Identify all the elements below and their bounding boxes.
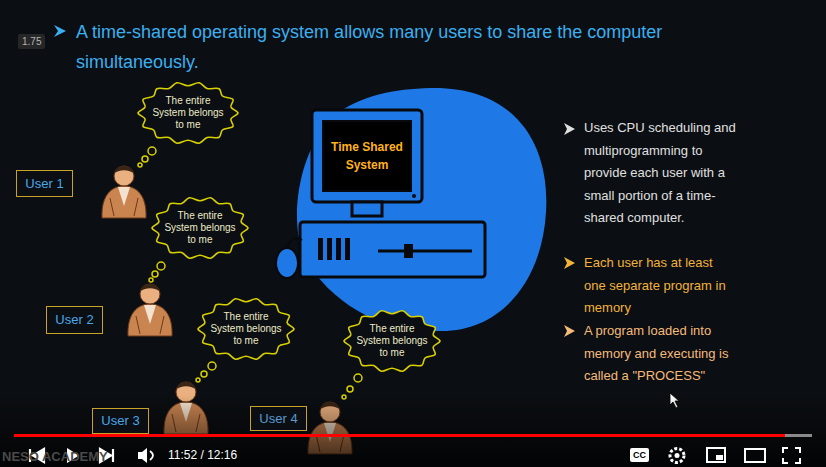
player-controls <box>150 451 153 460</box>
node-text-group: User 3 <box>101 413 139 429</box>
monitor-drawing <box>378 250 472 253</box>
node-text-group: User 2 <box>55 312 93 328</box>
node-text-group: The entire System belongs to me <box>210 311 282 347</box>
monitor-drawing <box>276 110 485 278</box>
watermark: NESO ACADEMY <box>2 449 108 464</box>
thought-cloud-outline <box>138 83 238 144</box>
node-text-group: The entire System belongs to me <box>164 210 236 246</box>
thought-cloud-outline <box>152 198 248 259</box>
user-name: User 2 <box>55 312 93 328</box>
thought-trail <box>152 271 158 277</box>
node-text-group: User 4 <box>259 411 297 427</box>
monitor-drawing <box>412 194 416 198</box>
user-label-box: User 1 <box>16 170 73 197</box>
node-text-group: User 1 <box>25 176 63 192</box>
thought-bubble: The entire System belongs to me <box>136 80 240 146</box>
bullet-text: Uses CPU scheduling and multiprogramming… <box>584 117 736 230</box>
bullet-markers <box>564 257 575 269</box>
player-controls <box>745 449 765 462</box>
thought-cloud-outline <box>344 311 440 372</box>
user-name: User 1 <box>25 176 63 192</box>
monitor-drawing <box>404 244 413 258</box>
monitor-drawing <box>287 238 302 248</box>
node-text-group: Time Shared System <box>329 138 405 174</box>
screen-text: Time Shared System <box>329 138 405 174</box>
thought-text: The entire System belongs to me <box>164 210 236 246</box>
thought-trail <box>354 374 362 382</box>
node-text-group: The entire System belongs to me <box>356 323 428 359</box>
thought-trail <box>347 386 353 392</box>
bullet-text: A program loaded into memory and executi… <box>584 320 736 388</box>
player-controls <box>716 455 723 460</box>
thought-bubble: The entire System belongs to me <box>150 195 250 261</box>
computer-blob <box>297 88 546 331</box>
title-bullet <box>54 25 66 37</box>
user-name: User 4 <box>259 411 297 427</box>
player-controls <box>0 395 826 467</box>
monitor-drawing <box>318 238 323 260</box>
player-controls <box>670 449 684 463</box>
thought-trail <box>138 163 142 167</box>
thought-text: The entire System belongs to me <box>356 323 428 359</box>
node-text-group: The entire System belongs to me <box>151 95 226 131</box>
player-controls <box>14 434 785 437</box>
player-controls <box>138 448 147 463</box>
thought-text: The entire System belongs to me <box>151 95 226 131</box>
thought-trail <box>157 262 165 270</box>
user-label-box: User 2 <box>46 306 103 334</box>
thought-cloud-outline <box>198 299 294 360</box>
title-bullet <box>54 25 66 37</box>
thought-trail <box>149 278 153 282</box>
player-controls <box>675 453 680 458</box>
monitor-drawing <box>336 238 341 260</box>
user-figures <box>128 284 172 336</box>
player-controls <box>785 434 812 437</box>
playback-speed: 1.75 <box>18 34 45 49</box>
thought-trail <box>201 371 207 377</box>
captions-button: CC <box>630 448 649 462</box>
monitor-drawing <box>327 238 332 260</box>
monitor-drawing <box>300 222 485 277</box>
thought-trail <box>208 362 216 370</box>
monitor-drawing <box>345 238 350 260</box>
bullet-markers <box>564 325 575 337</box>
video-time: 11:52 / 12:16 <box>168 448 237 462</box>
thought-bubble: The entire System belongs to me <box>196 296 296 362</box>
monitor-drawing <box>352 202 382 216</box>
monitor-drawing <box>276 248 298 278</box>
user-label-box: User 3 <box>92 408 149 434</box>
monitor-screen: Time Shared System <box>322 120 412 192</box>
bullet-text: Each user has at least one separate prog… <box>584 252 736 320</box>
user-label-box: User 4 <box>250 406 307 431</box>
player-controls <box>707 448 725 462</box>
computer-blob <box>297 88 546 331</box>
user-figures <box>102 166 146 218</box>
bullet-markers <box>564 123 575 135</box>
thought-text: The entire System belongs to me <box>210 311 282 347</box>
player-controls <box>783 448 800 463</box>
thought-trail <box>148 147 156 155</box>
player-controls <box>0 395 826 467</box>
thought-trail <box>196 378 200 382</box>
thought-trail <box>142 156 148 162</box>
slide-title: A time-shared operating system allows ma… <box>76 17 736 77</box>
thought-bubble: The entire System belongs to me <box>342 308 442 374</box>
user-name: User 3 <box>101 413 139 429</box>
bullet-markers <box>564 123 575 337</box>
monitor-drawing <box>312 110 422 202</box>
